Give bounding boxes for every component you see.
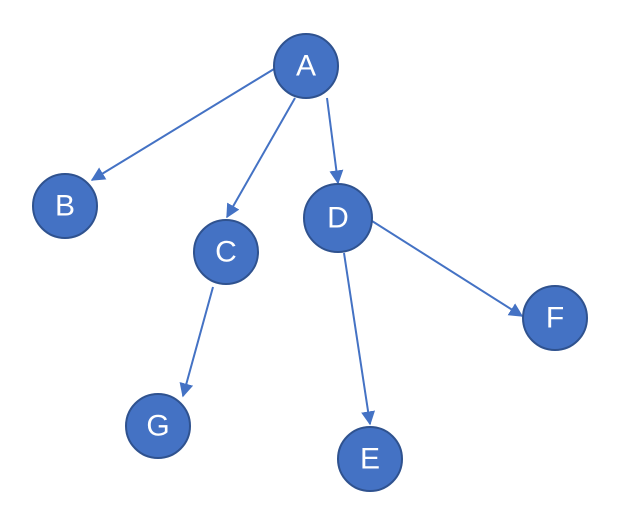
node-e: E [337, 426, 403, 492]
edge-d-to-e [343, 252, 376, 426]
node-c: C [193, 219, 259, 285]
node-e-label: E [360, 443, 380, 476]
edge-a-to-d [326, 97, 344, 185]
node-b-label: B [55, 190, 75, 223]
node-d-label: D [327, 202, 349, 235]
node-d-circle [303, 183, 373, 253]
node-b-circle [32, 173, 98, 239]
node-a-label: A [296, 50, 316, 83]
node-d: D [303, 183, 373, 253]
node-c-label: C [215, 236, 237, 269]
edge-a-to-c [226, 97, 296, 219]
node-c-circle [193, 219, 259, 285]
node-a: A [273, 33, 339, 99]
node-g-label: G [146, 410, 169, 443]
node-a-circle [273, 33, 339, 99]
node-f-label: F [546, 302, 564, 335]
node-e-circle [337, 426, 403, 492]
node-b: B [32, 173, 98, 239]
edge-c-to-g [179, 286, 214, 398]
node-f: F [522, 285, 588, 351]
nodes: A B C D E F G [32, 33, 588, 492]
edge-d-to-f [371, 220, 524, 317]
edge-a-to-b [90, 68, 275, 181]
node-f-circle [522, 285, 588, 351]
node-g-circle [125, 393, 191, 459]
node-g: G [125, 393, 191, 459]
edges [90, 68, 524, 426]
